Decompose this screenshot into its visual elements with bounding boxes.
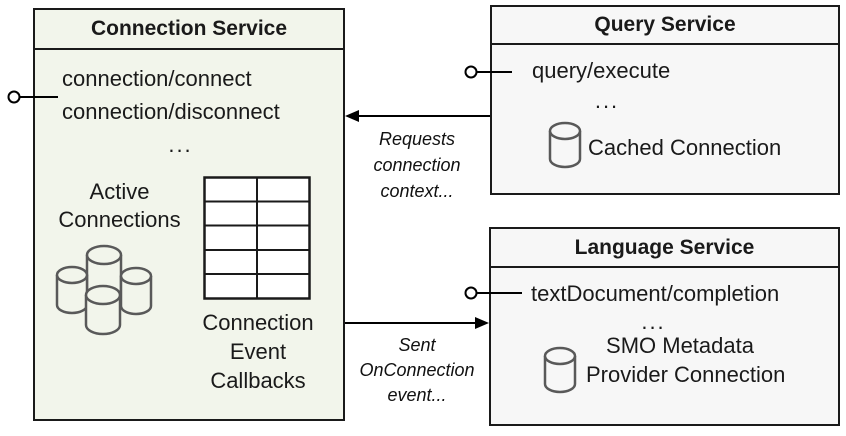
method-label: textDocument/completion: [531, 281, 780, 306]
method-label: connection/connect: [62, 66, 252, 91]
connection-service-box: Connection Service connection/connect co…: [33, 8, 345, 421]
query-service-methods: query/execute ...: [532, 56, 682, 116]
database-icon: [543, 346, 577, 394]
query-service-title: Query Service: [492, 7, 838, 45]
table-grid-icon: [203, 176, 311, 300]
ellipsis: ...: [594, 88, 620, 113]
method-label: query/execute: [532, 58, 671, 83]
ellipsis: ...: [641, 309, 666, 334]
onconnection-arrow: [345, 317, 489, 329]
active-connections-label: Active Connections: [58, 179, 181, 232]
language-service-title: Language Service: [491, 229, 838, 268]
language-service-box: Language Service textDocument/completion…: [489, 227, 840, 426]
method-label: connection/disconnect: [62, 99, 280, 124]
callbacks-label: Connection Event Callbacks: [202, 310, 314, 393]
arrow-label-onconnection: Sent OnConnection event...: [359, 335, 475, 405]
ellipsis: ...: [168, 132, 193, 157]
requests-arrow: [345, 110, 490, 122]
language-service-methods: textDocument/completion ...: [531, 280, 780, 336]
cached-connection-label: Cached Connection: [588, 135, 782, 160]
database-cluster-icon: [55, 244, 153, 336]
query-service-box: Query Service query/execute ... Cached C…: [490, 5, 840, 195]
connection-service-title: Connection Service: [35, 10, 343, 50]
connection-service-methods: connection/connect connection/disconnect…: [62, 62, 299, 161]
database-icon: [548, 121, 582, 169]
smo-connection-label: SMO Metadata Provider Connection: [586, 333, 786, 387]
arrow-label-requests: Requests connection context...: [373, 129, 461, 201]
